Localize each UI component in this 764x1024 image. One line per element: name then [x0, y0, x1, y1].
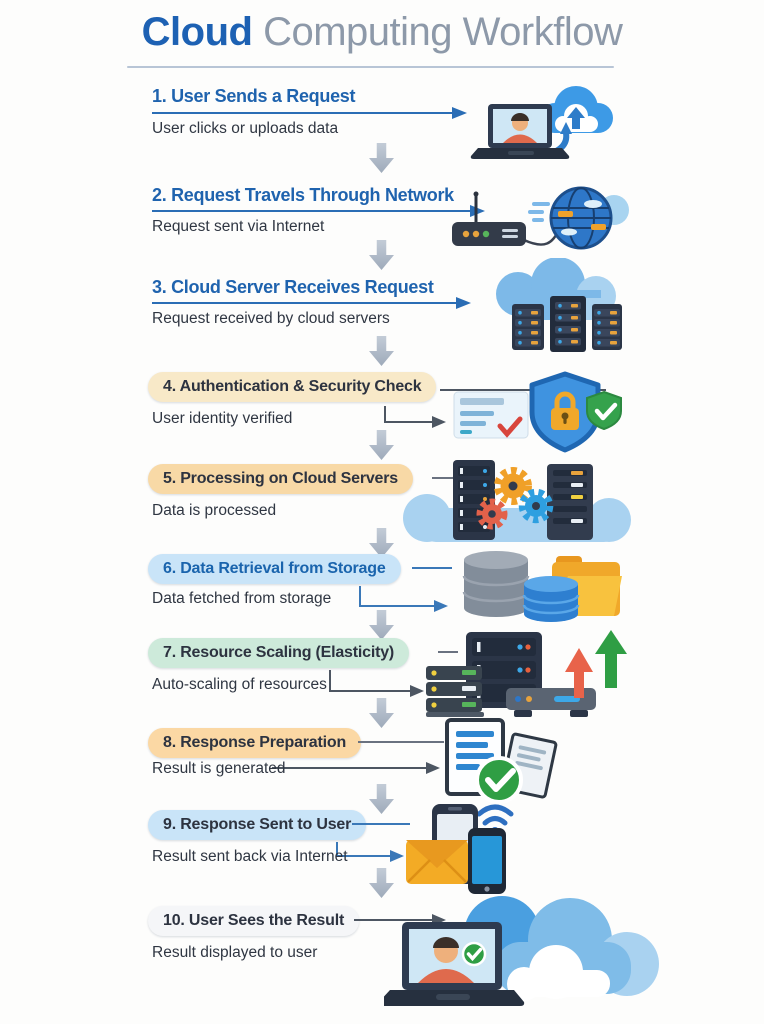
- down-arrow-icon: [369, 336, 394, 366]
- step-pill-title: 7. Resource Scaling (Elasticity): [148, 638, 410, 668]
- step-7-resource-scaling: 7. Resource Scaling (Elasticity) Auto-sc…: [0, 630, 764, 728]
- step-subtitle: User identity verified: [152, 410, 293, 427]
- step-subtitle: Request sent via Internet: [152, 218, 325, 235]
- step-6-data-retrieval-storage: 6. Data Retrieval from Storage Data fetc…: [0, 546, 764, 640]
- step-title: 1. User Sends a Request: [152, 86, 356, 106]
- down-arrow-icon: [369, 240, 394, 270]
- step-subtitle: Result is generated: [152, 760, 286, 777]
- step-subtitle: Request received by cloud servers: [152, 310, 390, 327]
- step-pill-title: 6. Data Retrieval from Storage: [148, 554, 401, 584]
- phones-envelope-wifi-icon: [406, 800, 518, 898]
- step-10-user-sees-result: 10. User Sees the Result Result displaye…: [0, 894, 764, 1024]
- step-connector-arrow: [329, 651, 458, 697]
- step-5-processing-cloud-servers: 5. Processing on Cloud Servers Data is p…: [0, 458, 764, 558]
- step-pill-title: 8. Response Preparation: [148, 728, 362, 758]
- title-divider: [127, 66, 614, 68]
- step-pill-title: 5. Processing on Cloud Servers: [148, 464, 413, 494]
- page-title: Cloud Computing Workflow: [0, 10, 764, 55]
- shield-lock-security-icon: [452, 370, 622, 460]
- step-connector-arrow: [359, 567, 452, 612]
- step-3-cloud-server-receives: 3. Cloud Server Receives Request Request…: [0, 258, 764, 366]
- step-title: 2. Request Travels Through Network: [152, 185, 454, 205]
- down-arrow-icon: [369, 143, 394, 173]
- servers-scaling-arrows-icon: [424, 630, 644, 722]
- step-title: 3. Cloud Server Receives Request: [152, 277, 434, 297]
- page-title-primary: Cloud: [141, 10, 253, 54]
- step-subtitle: Auto-scaling of resources: [152, 676, 327, 693]
- step-connector-arrow: [152, 107, 467, 119]
- router-globe-icon: [446, 176, 631, 268]
- step-subtitle: Result displayed to user: [152, 944, 318, 961]
- step-connector-arrow: [152, 205, 485, 217]
- servers-gears-icon: [395, 452, 640, 547]
- step-subtitle: Data is processed: [152, 502, 277, 519]
- step-pill-title: 4. Authentication & Security Check: [148, 372, 437, 402]
- documents-check-icon: [443, 718, 563, 810]
- page-title-secondary: Computing Workflow: [252, 10, 623, 54]
- laptop-user-result-cloud-icon: [384, 894, 664, 1024]
- step-8-response-preparation: 8. Response Preparation Result is genera…: [0, 718, 764, 814]
- step-9-response-sent-user: 9. Response Sent to User Result sent bac…: [0, 804, 764, 898]
- cloud-server-racks-icon: [468, 258, 628, 358]
- step-subtitle: Data fetched from storage: [152, 590, 332, 607]
- step-pill-title: 10. User Sees the Result: [148, 906, 360, 936]
- step-connector-arrow: [152, 297, 471, 309]
- laptop-user-cloud-upload-icon: [464, 76, 624, 176]
- step-pill-title: 9. Response Sent to User: [148, 810, 367, 840]
- step-subtitle: User clicks or uploads data: [152, 120, 339, 137]
- step-connector-arrow: [272, 741, 444, 774]
- step-1-user-sends-request: 1. User Sends a Request User clicks or u…: [0, 82, 764, 178]
- step-connector-arrow: [336, 823, 410, 862]
- step-4-authentication-security: 4. Authentication & Security Check User …: [0, 366, 764, 460]
- header: Cloud Computing Workflow: [0, 10, 764, 55]
- step-subtitle: Result sent back via Internet: [152, 848, 348, 865]
- step-2-request-travels-network: 2. Request Travels Through Network Reque…: [0, 176, 764, 270]
- databases-folder-icon: [448, 546, 633, 631]
